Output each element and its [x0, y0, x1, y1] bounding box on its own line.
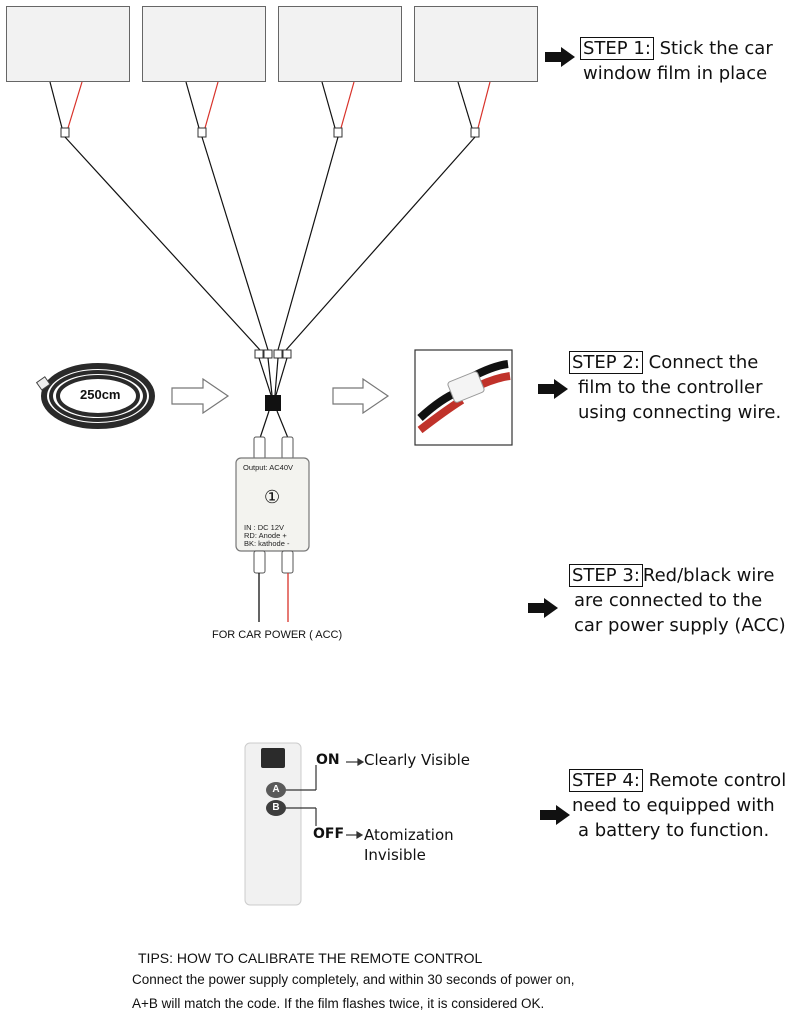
- junction-block: [265, 395, 281, 411]
- film-panel-2: [142, 6, 266, 82]
- off-label: OFF: [313, 826, 345, 842]
- converging-wires: [64, 136, 476, 351]
- hollow-arrow-1: [171, 377, 230, 415]
- controller-spec-2: RD: Anode +: [244, 531, 287, 540]
- controller-box: [235, 457, 310, 552]
- on-label: ON: [316, 752, 340, 768]
- step1-line-1: Stick the car: [659, 38, 773, 59]
- connector-photo: [414, 349, 513, 446]
- film-panel-1: [6, 6, 130, 82]
- step3-text: STEP 3:Red/black wire are connected to t…: [569, 563, 786, 638]
- step2-arrow-icon: [538, 379, 568, 399]
- hollow-arrow-2: [332, 377, 390, 415]
- step4-text: STEP 4: Remote control need to equipped …: [569, 768, 786, 843]
- step2-line-3: using connecting wire.: [578, 402, 782, 423]
- step1-line-2: window film in place: [583, 63, 768, 84]
- junction-connectors: [254, 349, 292, 359]
- step3-line-1: Red/black wire: [642, 565, 775, 586]
- step1-text: STEP 1: Stick the car window film in pla…: [580, 36, 773, 86]
- remote-arrows: [346, 757, 365, 840]
- off-desc-line-2: Invisible: [364, 846, 426, 864]
- step2-line-1: Connect the: [648, 352, 759, 373]
- cable-length-label: 250cm: [80, 387, 121, 402]
- step1-arrow-icon: [545, 47, 575, 67]
- controller-output-label: Output: AC40V: [243, 463, 294, 472]
- tips-title: TIPS: HOW TO CALIBRATE THE REMOTE CONTRO…: [138, 950, 483, 966]
- tips-line-2: A+B will match the code. If the film fla…: [132, 996, 545, 1011]
- remote-button-b: B: [266, 800, 286, 816]
- step3-arrow-icon: [528, 598, 558, 618]
- tips-line-1: Connect the power supply completely, and…: [132, 972, 575, 987]
- step1-label: STEP 1:: [580, 37, 654, 60]
- step2-line-2: film to the controller: [578, 377, 763, 398]
- remote-button-a: A: [266, 782, 286, 798]
- film-panel-3: [278, 6, 402, 82]
- step4-line-1: Remote control: [648, 770, 787, 791]
- step2-text: STEP 2: Connect the film to the controll…: [569, 350, 781, 425]
- on-description: Clearly Visible: [364, 751, 471, 769]
- step4-line-3: a battery to function.: [578, 820, 770, 841]
- film-leads: [49, 81, 491, 129]
- step2-label: STEP 2:: [569, 351, 643, 374]
- step3-line-2: are connected to the: [574, 590, 763, 611]
- controller-number: ①: [264, 487, 281, 508]
- controller-spec-1: IN : DC 12V: [244, 523, 285, 532]
- off-description: Atomization Invisible: [364, 825, 454, 865]
- step3-label: STEP 3:: [569, 564, 643, 587]
- film-panel-4: [414, 6, 538, 82]
- power-label: FOR CAR POWER ( ACC): [212, 629, 343, 641]
- coiled-cable: [41, 363, 155, 429]
- off-desc-line-1: Atomization: [364, 826, 454, 844]
- controller-spec-3: BK: kathode -: [244, 539, 290, 548]
- step3-line-3: car power supply (ACC): [574, 615, 786, 636]
- step4-line-2: need to equipped with: [572, 795, 775, 816]
- step4-arrow-icon: [540, 805, 570, 825]
- step4-label: STEP 4:: [569, 769, 643, 792]
- remote-control: [244, 742, 317, 906]
- film-connectors: [60, 127, 480, 138]
